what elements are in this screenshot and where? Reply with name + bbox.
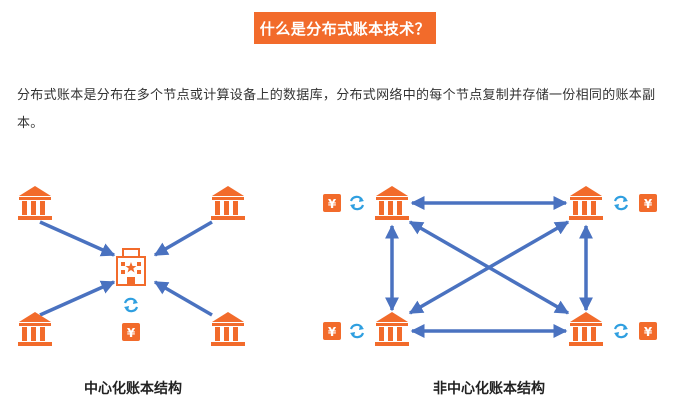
sync-icon — [348, 323, 366, 339]
sync-icon — [612, 195, 630, 211]
intro-paragraph: 分布式账本是分布在多个节点或计算设备上的数据库，分布式网络中的每个节点复制并存储… — [17, 88, 656, 131]
bank-icon — [211, 186, 245, 220]
yen-ledger-icon — [323, 322, 341, 340]
decentralized-caption: 非中心化账本结构 — [433, 380, 545, 397]
decentralized-diagram: 非中心化账本结构 — [323, 186, 657, 397]
bank-icon — [18, 312, 52, 346]
arrow-bottomleft-to-center — [39, 280, 116, 317]
sync-icon — [612, 323, 630, 339]
yen-ledger-icon — [323, 194, 341, 212]
office-building-icon — [116, 248, 146, 286]
bank-icon — [375, 186, 409, 220]
bank-icon — [211, 312, 245, 346]
page-title: 什么是分布式账本技术？ — [254, 12, 436, 44]
sync-icon — [122, 297, 140, 313]
arrow-bottomright-to-center — [153, 280, 213, 317]
sync-icon — [348, 195, 366, 211]
bank-icon — [569, 186, 603, 220]
centralized-caption: 中心化账本结构 — [84, 380, 182, 397]
arrow-topleft-to-center — [39, 220, 116, 257]
arrow-diagonal-link — [408, 220, 570, 315]
yen-ledger-icon — [639, 194, 657, 212]
centralized-diagram: 中心化账本结构 — [18, 186, 245, 397]
bank-icon — [375, 312, 409, 346]
arrow-topright-to-center — [153, 220, 213, 257]
bank-icon — [569, 312, 603, 346]
bank-icon — [18, 186, 52, 220]
yen-ledger-icon — [122, 323, 140, 341]
yen-ledger-icon — [639, 322, 657, 340]
